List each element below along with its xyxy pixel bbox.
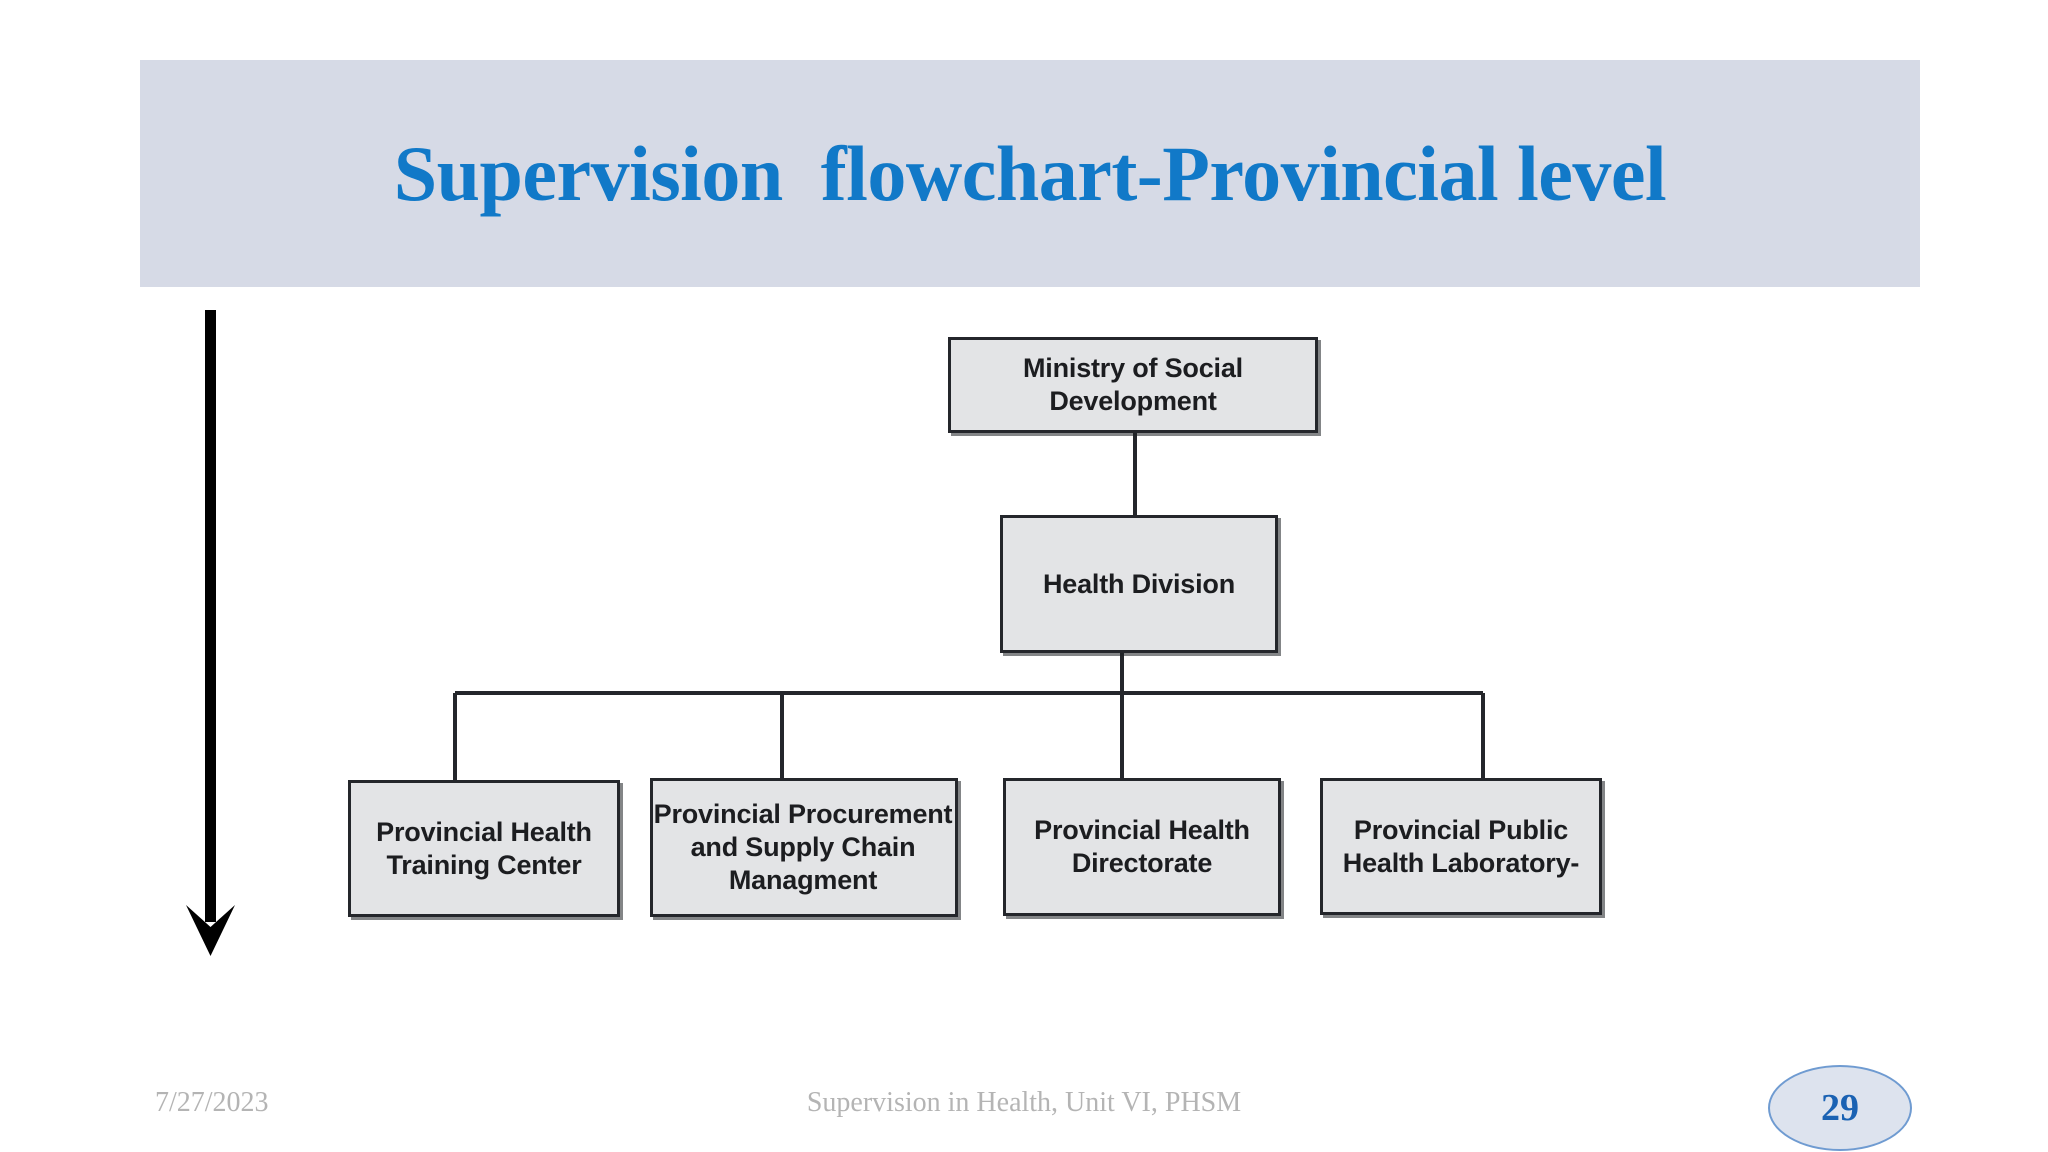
page-number-badge: 29: [1768, 1065, 1912, 1151]
org-node-health-division[interactable]: Health Division: [1000, 515, 1278, 653]
downward-flow-arrow-icon: [186, 310, 235, 956]
org-node-label: Provincial Public Health Laboratory-: [1342, 814, 1580, 878]
org-node-label: Provincial Health Training Center: [376, 816, 592, 880]
org-node-label: Provincial Health Directorate: [1034, 815, 1250, 878]
org-node-provincial-public-health-laboratory[interactable]: Provincial Public Health Laboratory-: [1320, 778, 1602, 915]
org-node-provincial-health-training-center[interactable]: Provincial Health Training Center: [348, 780, 620, 917]
page-number: 29: [1821, 1087, 1859, 1129]
org-node-provincial-health-directorate[interactable]: Provincial Health Directorate: [1003, 778, 1281, 916]
org-node-provincial-procurement-supply-chain[interactable]: Provincial Procurement and Supply Chain …: [650, 778, 958, 917]
org-node-label: Ministry of Social Development: [1023, 353, 1243, 416]
slide-footer: 7/27/2023 Supervision in Health, Unit VI…: [0, 1075, 2048, 1145]
footer-date: 7/27/2023: [155, 1087, 269, 1118]
org-node-ministry-of-social-development[interactable]: Ministry of Social Development: [948, 337, 1318, 433]
footer-title: Supervision in Health, Unit VI, PHSM: [806, 1087, 1242, 1118]
page-title: Supervision flowchart-Provincial level: [393, 129, 1667, 217]
org-node-label: Health Division: [1042, 568, 1236, 599]
org-chart: Ministry of Social Development Health Di…: [348, 337, 1602, 917]
title-banner: Supervision flowchart-Provincial level: [140, 60, 1920, 287]
org-node-label: Provincial Procurement and Supply Chain …: [653, 799, 953, 895]
